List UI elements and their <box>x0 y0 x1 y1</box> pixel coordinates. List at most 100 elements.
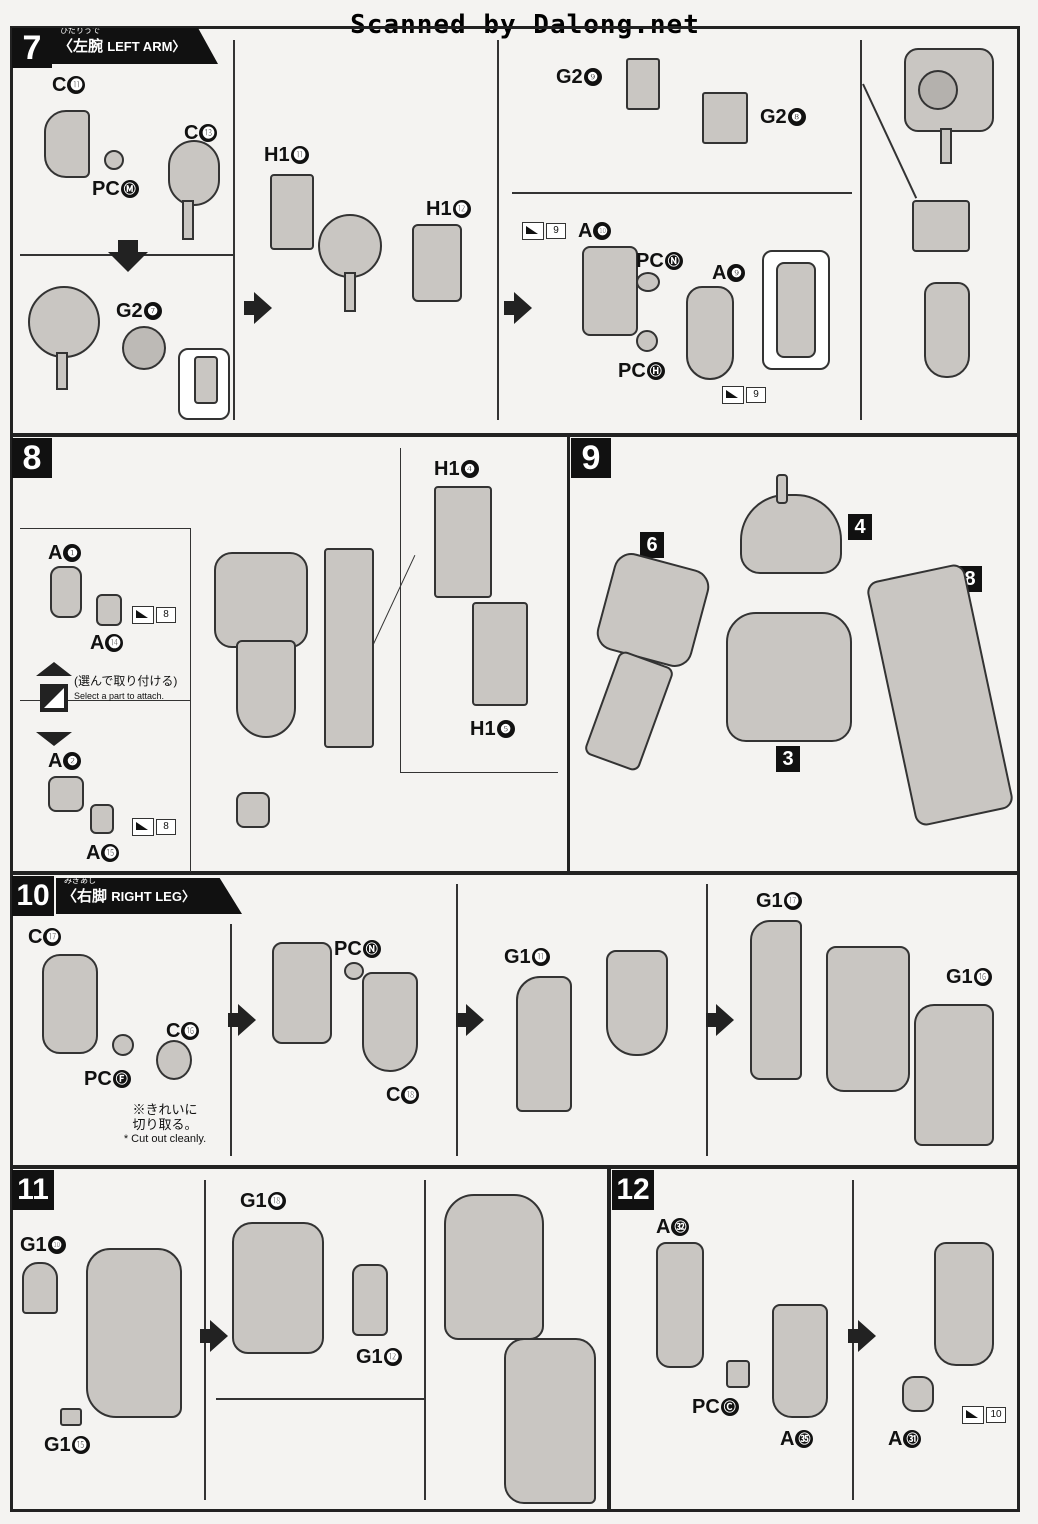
part-pcf-drawing <box>112 1034 134 1056</box>
step-10-divider <box>230 924 232 1156</box>
part-shoulder-shaft-drawing <box>344 272 356 312</box>
part-a14-drawing <box>96 594 122 626</box>
part-g112-drawing <box>352 1264 388 1336</box>
step-7-title: ひだりうで 〈左腕 LEFT ARM〉 <box>52 28 218 64</box>
part-forearm-drawing <box>214 552 308 648</box>
part-a9-inset-detail <box>776 262 816 358</box>
part-pcn-drawing <box>636 272 660 292</box>
select-note-jp: (選んで取り付ける) <box>74 674 178 688</box>
step-12-frame <box>608 1166 1020 1512</box>
step-10-title: みぎあし 〈右脚 RIGHT LEG〉 <box>56 878 242 914</box>
part-elbow-drawing <box>912 200 970 252</box>
nub-cut-icon <box>962 1406 984 1424</box>
part-a10-drawing <box>582 246 638 336</box>
ref-step-6: 6 <box>640 532 664 558</box>
ref-step-3: 3 <box>776 746 800 772</box>
step-11-divider <box>424 1180 426 1500</box>
part-g111-drawing <box>516 976 572 1112</box>
part-g116-drawing <box>914 1004 994 1146</box>
part-a9-drawing <box>686 286 734 380</box>
part-a15-drawing <box>90 804 114 834</box>
select-box-line <box>190 528 191 872</box>
part-knee-drawing <box>606 950 668 1056</box>
callout-line <box>400 772 558 773</box>
part-ankle-drawing <box>934 1242 994 1366</box>
part-c13-shaft-drawing <box>182 200 194 240</box>
part-c16-drawing <box>156 1040 192 1080</box>
step-arrow-icon <box>456 1004 484 1036</box>
part-pch-drawing <box>636 330 658 352</box>
step-7-divider <box>497 40 499 420</box>
part-arm-joint-drawing <box>918 70 958 110</box>
part-detail-drawing <box>194 356 218 404</box>
manual-ref-box: 10 <box>986 1407 1006 1423</box>
select-note-en: Select a part to attach. <box>74 691 165 701</box>
step-11-divider <box>216 1398 424 1400</box>
part-arm-joint-drawing <box>28 286 100 358</box>
part-c11-drawing <box>44 110 90 178</box>
part-shin-drawing <box>444 1194 544 1340</box>
part-foot-armor-drawing <box>504 1338 596 1504</box>
manual-ref-box: 8 <box>156 607 176 623</box>
ref-step-4: 4 <box>848 514 872 540</box>
part-c17-drawing <box>42 954 98 1054</box>
part-g110-drawing <box>22 1262 58 1314</box>
part-pcm-drawing <box>104 150 124 170</box>
step-7-number: 7 <box>12 28 52 68</box>
part-a1-drawing <box>50 566 82 618</box>
step-10-ruby: みぎあし <box>64 876 96 885</box>
part-antenna-drawing <box>776 474 788 504</box>
part-h111-drawing <box>270 174 314 250</box>
part-g27-drawing <box>122 326 166 370</box>
select-arrows-icon <box>36 662 72 746</box>
nub-cut-icon <box>132 818 154 836</box>
select-note: (選んで取り付ける) Select a part to attach. <box>74 674 184 704</box>
step-arrow-icon <box>504 292 532 324</box>
step-12-number: 12 <box>612 1170 654 1210</box>
nub-cut-icon <box>722 386 744 404</box>
watermark: Scanned by Dalong.net <box>350 10 700 40</box>
part-arm-shaft-drawing <box>940 128 952 164</box>
nub-cut-icon <box>132 606 154 624</box>
down-arrow-icon <box>108 240 148 272</box>
select-box-line <box>20 700 190 701</box>
part-lower-leg-drawing <box>826 946 910 1092</box>
part-c13-drawing <box>168 140 220 206</box>
callout-line <box>400 448 401 772</box>
part-leg-frame-drawing <box>272 942 332 1044</box>
nub-cut-icon <box>522 222 544 240</box>
cut-note-jp2: 切り取る。 <box>132 1117 198 1132</box>
part-a2-drawing <box>48 776 84 812</box>
step-10-title-jp: 〈右脚 <box>62 888 108 905</box>
part-g118-drawing <box>232 1222 324 1354</box>
step-7-divider <box>233 40 235 420</box>
step-7-title-en: LEFT ARM〉 <box>107 39 186 54</box>
step-7-title-jp: 〈左腕 <box>58 38 104 55</box>
part-hand-drawing <box>236 792 270 828</box>
step-7-divider <box>512 192 852 194</box>
part-g28-drawing <box>702 92 748 144</box>
part-g117-drawing <box>750 920 802 1080</box>
